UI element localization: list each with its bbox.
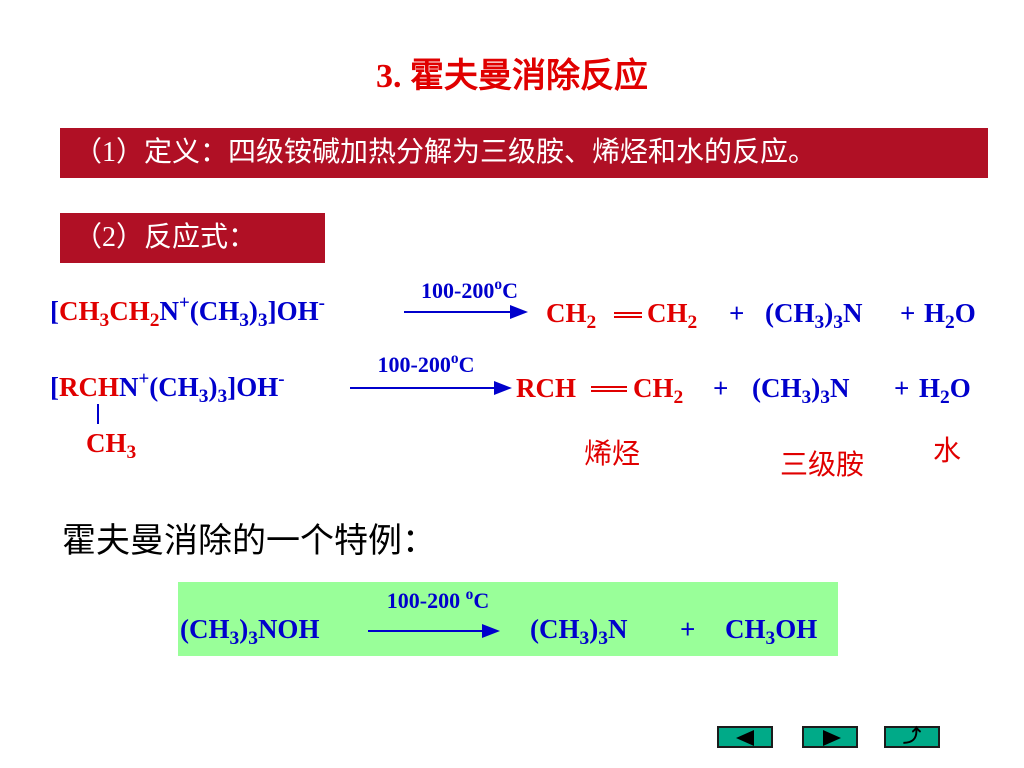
label-alkene: 烯烃	[584, 439, 641, 470]
slide-title: 3. 霍夫曼消除反应	[376, 58, 648, 95]
special-amine: (CH3)3N	[530, 614, 628, 649]
reaction1-double-bond	[614, 312, 642, 318]
reaction2-alkene-a: RCH	[516, 373, 576, 403]
reaction2-amine: (CH3)3N	[752, 373, 850, 408]
reaction1-reactant: [CH3CH2N+(CH3)3]OH-	[50, 292, 325, 331]
reaction1-alkene-a: CH2	[546, 298, 597, 333]
triangle-left-icon	[736, 730, 754, 746]
label-tertiary-amine: 三级胺	[780, 450, 865, 481]
special-plus: +	[680, 614, 696, 644]
reaction2-reactant: [RCHN+(CH3)3]OH-	[50, 368, 285, 407]
special-condition: 100-200 oC	[386, 585, 490, 613]
equation-label-band: （2）反应式：	[60, 213, 325, 263]
reaction2-branch-methyl: CH3	[86, 428, 137, 463]
triangle-right-icon	[823, 730, 841, 746]
reaction2-alkene-b: CH2	[633, 373, 684, 408]
special-case-heading: 霍夫曼消除的一个特例：	[62, 523, 436, 560]
reaction1-plus-1: +	[729, 298, 745, 328]
reaction1-alkene-b: CH2	[647, 298, 698, 333]
reaction1-condition: 100-200oC	[421, 275, 518, 303]
special-methanol: CH3OH	[725, 614, 818, 649]
reaction2-double-bond	[591, 386, 627, 392]
reaction2-branch-bond	[97, 404, 99, 424]
special-arrow	[368, 624, 500, 638]
return-button[interactable]: ⤴	[884, 726, 940, 748]
reaction1-arrow	[404, 305, 528, 319]
reaction2-plus-2: +	[894, 373, 910, 403]
reaction2-plus-1: +	[713, 373, 729, 403]
next-slide-button[interactable]	[802, 726, 858, 748]
reaction2-arrow	[350, 381, 512, 395]
label-water: 水	[933, 436, 962, 467]
return-icon: ⤴	[903, 726, 921, 747]
special-reactant: (CH3)3NOH	[180, 614, 320, 649]
reaction2-condition: 100-200oC	[377, 349, 475, 377]
reaction1-amine: (CH3)3N	[765, 298, 863, 333]
reaction1-plus-2: +	[900, 298, 916, 328]
reaction1-water: H2O	[924, 298, 976, 333]
definition-band: （1）定义：四级铵碱加热分解为三级胺、烯烃和水的反应。	[60, 128, 988, 178]
reaction2-water: H2O	[919, 373, 971, 408]
prev-slide-button[interactable]	[717, 726, 773, 748]
special-case-box	[178, 582, 838, 656]
